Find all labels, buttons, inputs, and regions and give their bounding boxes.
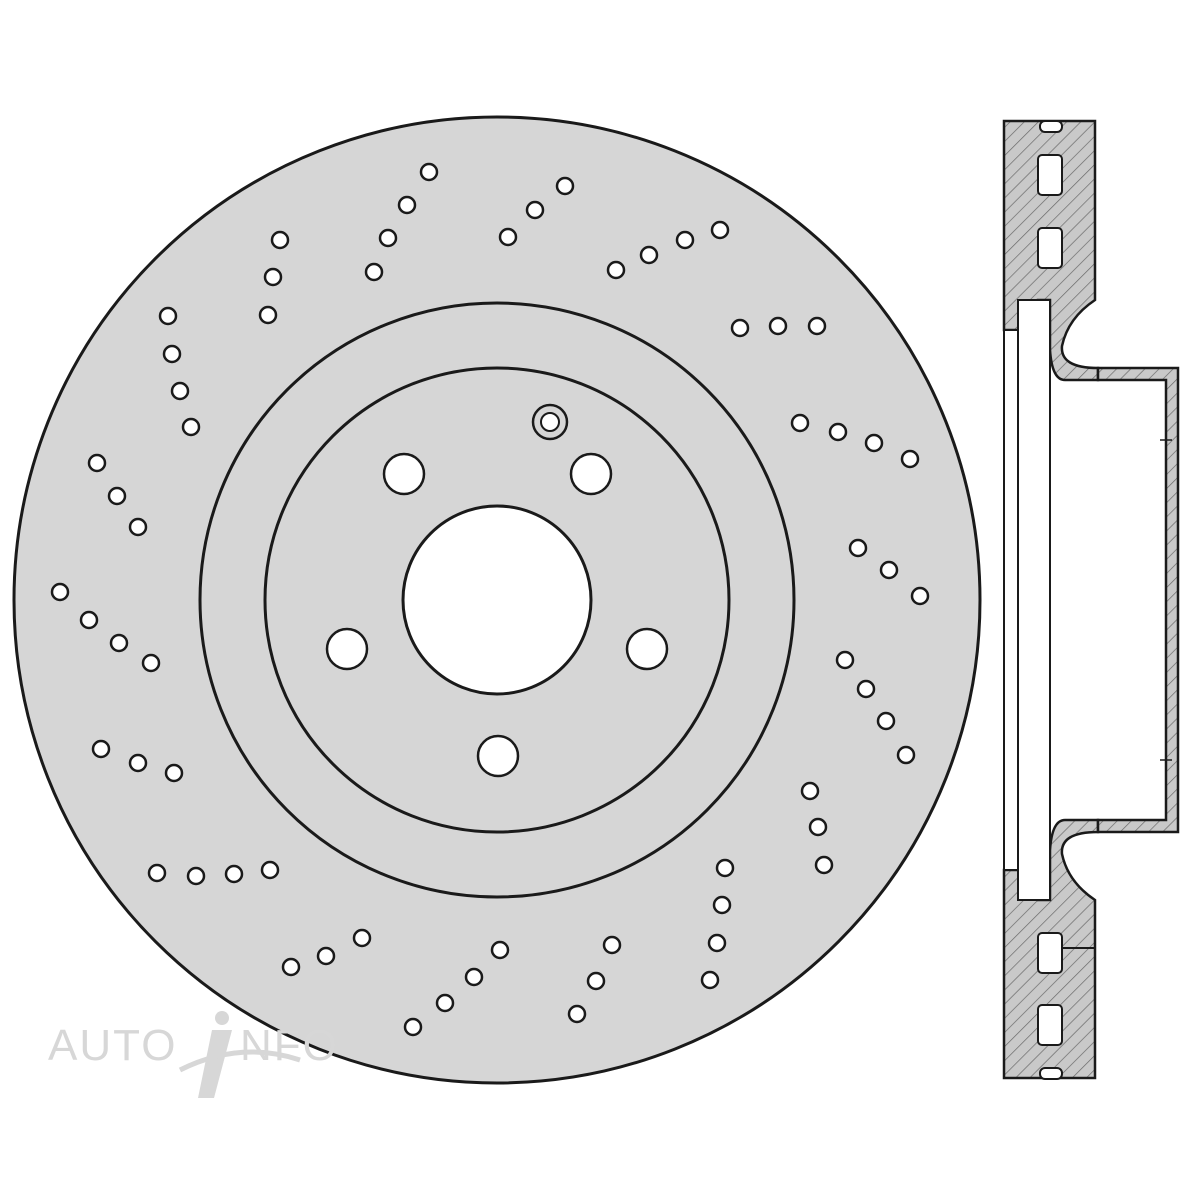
- drilled-hole: [876, 711, 896, 731]
- drilled-hole: [900, 449, 920, 469]
- drilled-hole: [848, 538, 868, 558]
- section-hat: [1096, 366, 1180, 834]
- section-web: [1017, 299, 1051, 901]
- drilled-hole: [403, 1017, 423, 1037]
- drilled-hole: [808, 817, 828, 837]
- drilled-hole: [79, 610, 99, 630]
- edge-notch: [1039, 120, 1063, 133]
- drilled-hole: [864, 433, 884, 453]
- drilled-hole: [675, 230, 695, 250]
- rotor-cross-section: [1002, 119, 1180, 1080]
- drilled-hole: [910, 586, 930, 606]
- drilled-hole: [498, 227, 518, 247]
- drilled-hole: [128, 753, 148, 773]
- drilled-hole: [170, 381, 190, 401]
- vent-slot: [1037, 154, 1063, 196]
- drilled-hole: [50, 582, 70, 602]
- vent-slots: [1037, 120, 1063, 1080]
- drilled-hole: [281, 957, 301, 977]
- drilled-hole: [856, 679, 876, 699]
- drilled-hole: [109, 633, 129, 653]
- lug-hole: [625, 627, 669, 671]
- drilled-hole: [525, 200, 545, 220]
- drilled-hole: [419, 162, 439, 182]
- drilled-hole: [896, 745, 916, 765]
- drilled-hole: [800, 781, 820, 801]
- drilled-hole: [606, 260, 626, 280]
- drilled-hole: [141, 653, 161, 673]
- vent-slot: [1037, 1004, 1063, 1046]
- drilled-hole: [768, 316, 788, 336]
- rotor-front-view: [12, 115, 982, 1085]
- drilled-hole: [147, 863, 167, 883]
- drilled-hole: [814, 855, 834, 875]
- drilled-hole: [224, 864, 244, 884]
- drilled-hole: [260, 860, 280, 880]
- lug-hole: [325, 627, 369, 671]
- drilled-hole: [397, 195, 417, 215]
- watermark-left-text: AUTO: [48, 1021, 177, 1070]
- drilled-hole: [567, 1004, 587, 1024]
- drilled-hole: [162, 344, 182, 364]
- drilled-hole: [490, 940, 510, 960]
- watermark: AUTO NFO: [48, 1011, 339, 1098]
- watermark-right-text: NFO: [240, 1021, 339, 1070]
- drilled-hole: [316, 946, 336, 966]
- drilled-hole: [378, 228, 398, 248]
- friction-ring-inner-edge: [198, 301, 796, 899]
- drilled-hole: [807, 316, 827, 336]
- drilled-hole: [164, 763, 184, 783]
- vent-slot: [1037, 932, 1063, 974]
- drilled-hole: [128, 517, 148, 537]
- drilled-hole: [186, 866, 206, 886]
- drilled-hole: [586, 971, 606, 991]
- drilled-hole: [790, 413, 810, 433]
- watermark-logo-icon: [178, 1011, 301, 1098]
- drilled-hole: [352, 928, 372, 948]
- drilled-hole: [712, 895, 732, 915]
- drilled-hole: [435, 993, 455, 1013]
- drilled-hole: [602, 935, 622, 955]
- lug-hole: [569, 452, 613, 496]
- edge-notch: [1039, 1067, 1063, 1080]
- lug-holes: [325, 452, 669, 778]
- drilled-hole: [730, 318, 750, 338]
- drilled-hole: [258, 305, 278, 325]
- drilled-hole: [464, 967, 484, 987]
- drilled-hole: [91, 739, 111, 759]
- drilled-hole: [364, 262, 384, 282]
- drilled-hole: [158, 306, 178, 326]
- drilled-hole: [715, 858, 735, 878]
- drilled-hole: [270, 230, 290, 250]
- hat-outer-edge: [263, 366, 731, 834]
- drilled-hole: [87, 453, 107, 473]
- section-inner-plate: [1003, 329, 1019, 871]
- drilled-hole: [107, 486, 127, 506]
- vent-slot: [1037, 227, 1063, 269]
- drilled-hole: [828, 422, 848, 442]
- drilled-hole: [555, 176, 575, 196]
- drilled-hole: [181, 417, 201, 437]
- lug-hole: [382, 452, 426, 496]
- lug-hole: [476, 734, 520, 778]
- drilled-hole: [707, 933, 727, 953]
- drilled-hole: [263, 267, 283, 287]
- drilled-hole: [710, 220, 730, 240]
- drilled-hole: [879, 560, 899, 580]
- drilled-holes: [50, 162, 930, 1037]
- locating-pin-hole: [531, 403, 569, 441]
- center-bore: [401, 504, 593, 696]
- drilled-hole: [835, 650, 855, 670]
- drilled-hole: [639, 245, 659, 265]
- drilled-hole: [700, 970, 720, 990]
